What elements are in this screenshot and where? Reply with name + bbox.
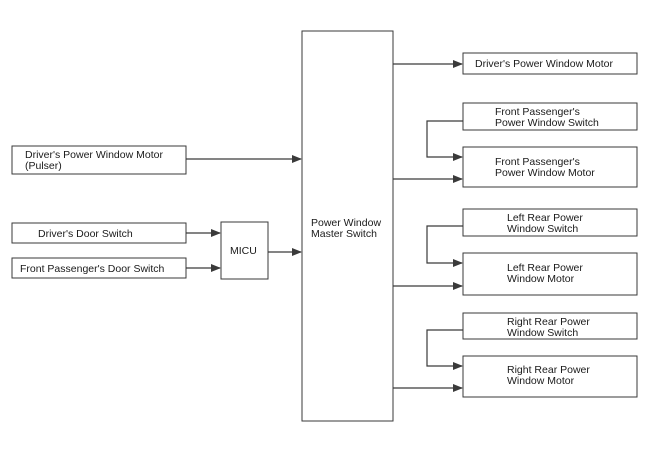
driver-door-switch-label: Driver's Door Switch bbox=[38, 228, 133, 240]
front-passenger-motor-block: Front Passenger's Power Window Motor bbox=[462, 146, 638, 188]
right-rear-motor-label-1: Right Rear Power bbox=[507, 364, 590, 376]
master-switch-block: Power Window Master Switch bbox=[301, 30, 394, 422]
master-switch-label-2: Master Switch bbox=[311, 228, 377, 240]
right-rear-switch-label-1: Right Rear Power bbox=[507, 316, 590, 328]
left-rear-switch-label-1: Left Rear Power bbox=[507, 212, 583, 224]
driver-motor-pulser-label-1: Driver's Power Window Motor bbox=[25, 149, 163, 161]
driver-motor-label: Driver's Power Window Motor bbox=[475, 58, 613, 70]
front-passenger-door-switch-label: Front Passenger's Door Switch bbox=[20, 263, 165, 275]
left-rear-switch-block: Left Rear Power Window Switch bbox=[462, 208, 638, 237]
micu-block: MICU bbox=[220, 221, 269, 280]
left-rear-switch-label-2: Window Switch bbox=[507, 223, 578, 235]
driver-motor-pulser-label-2: (Pulser) bbox=[25, 160, 62, 172]
front-passenger-motor-label-2: Power Window Motor bbox=[495, 167, 595, 179]
driver-door-switch-block: Driver's Door Switch bbox=[11, 222, 187, 244]
front-passenger-switch-to-motor-arrow bbox=[426, 120, 463, 161]
left-rear-switch-to-motor-arrow bbox=[426, 225, 463, 267]
right-rear-motor-label-2: Window Motor bbox=[507, 375, 575, 387]
right-rear-switch-to-motor-arrow bbox=[426, 329, 463, 370]
front-passenger-door-switch-block: Front Passenger's Door Switch bbox=[11, 257, 187, 279]
master-switch-label-1: Power Window bbox=[311, 217, 381, 229]
micu-label: MICU bbox=[230, 245, 257, 257]
right-rear-motor-block: Right Rear Power Window Motor bbox=[462, 355, 638, 398]
left-rear-motor-block: Left Rear Power Window Motor bbox=[462, 252, 638, 296]
right-rear-switch-block: Right Rear Power Window Switch bbox=[462, 312, 638, 340]
driver-motor-block: Driver's Power Window Motor bbox=[462, 52, 638, 75]
front-passenger-switch-block: Front Passenger's Power Window Switch bbox=[462, 102, 638, 131]
front-passenger-switch-label-1: Front Passenger's bbox=[495, 106, 580, 118]
front-passenger-motor-label-1: Front Passenger's bbox=[495, 156, 580, 168]
left-rear-motor-label-1: Left Rear Power bbox=[507, 262, 583, 274]
left-rear-motor-label-2: Window Motor bbox=[507, 273, 575, 285]
front-passenger-switch-label-2: Power Window Switch bbox=[495, 117, 599, 129]
right-rear-switch-label-2: Window Switch bbox=[507, 327, 578, 339]
driver-motor-pulser-block: Driver's Power Window Motor (Pulser) bbox=[11, 145, 187, 175]
